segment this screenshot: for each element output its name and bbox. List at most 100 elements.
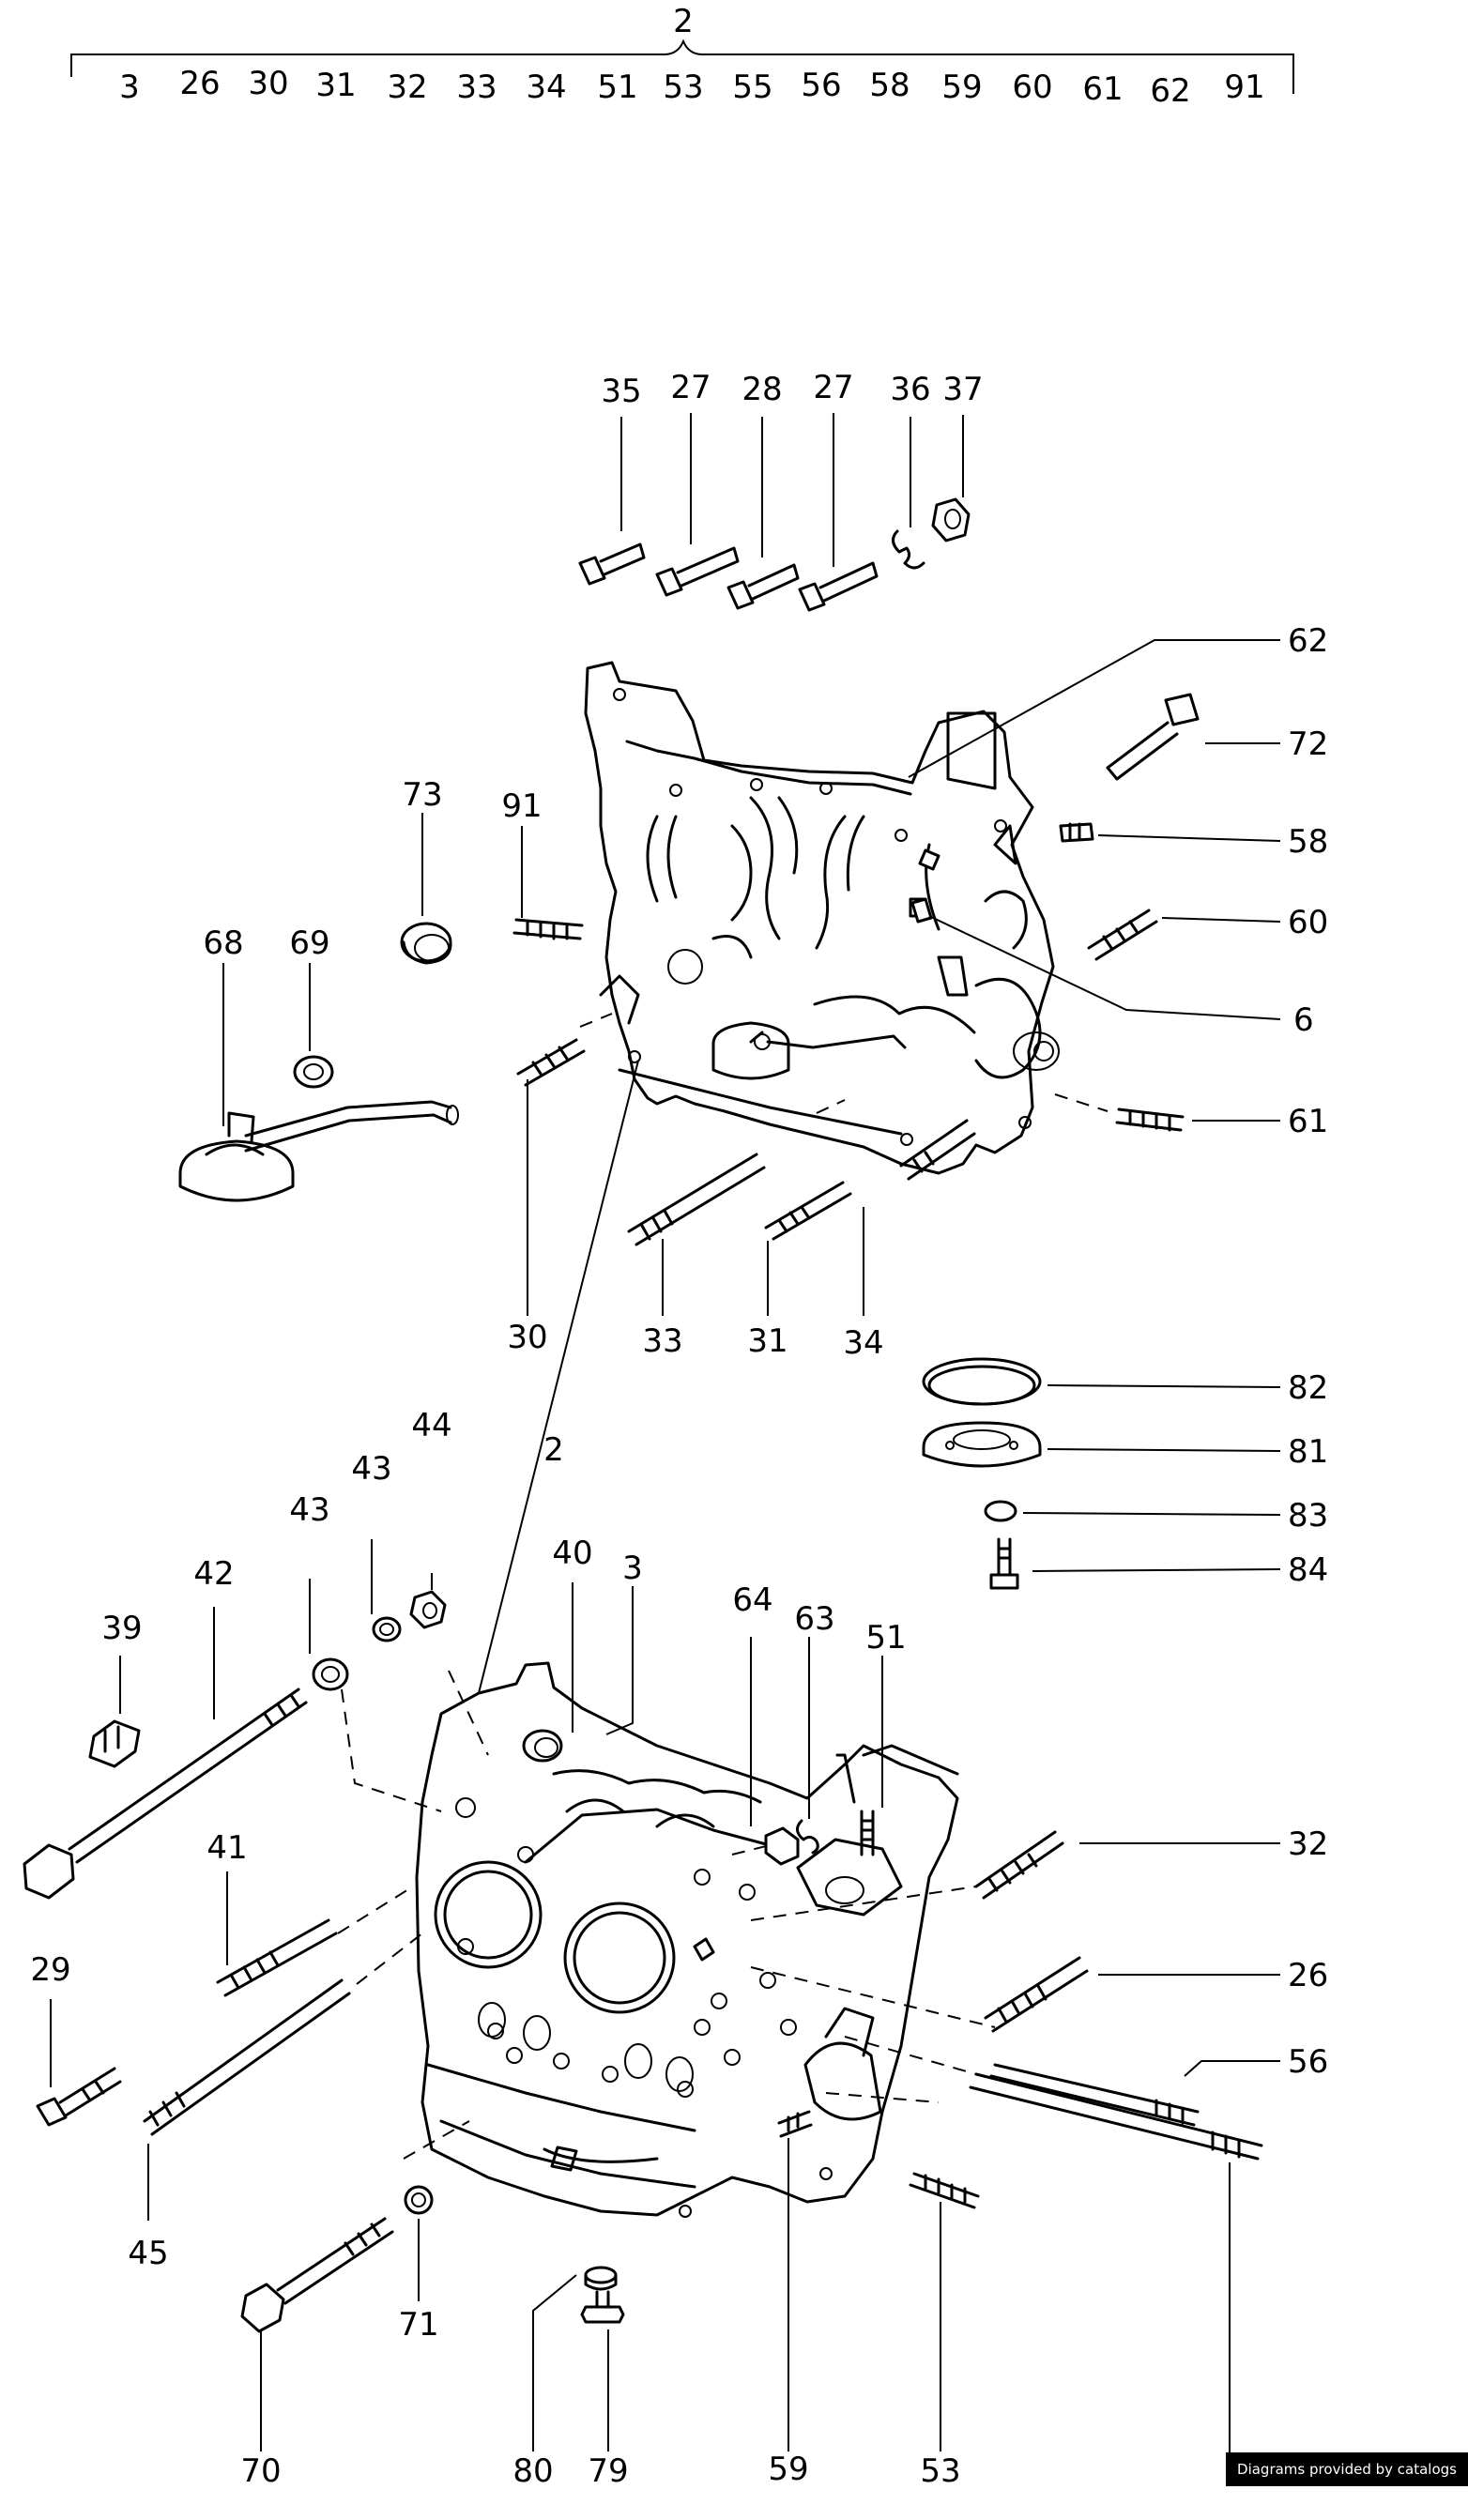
stud-32 xyxy=(974,1830,1064,1900)
header-group: 2 3 26 30 31 32 33 34 51 53 55 56 58 59 … xyxy=(70,3,1294,110)
stud-34 xyxy=(899,1119,976,1181)
credit-badge: Diagrams provided by catalogs parts xyxy=(1226,2452,1468,2512)
callout-label: 28 xyxy=(742,371,782,408)
bolt-28 xyxy=(726,563,800,610)
lock-washer-36 xyxy=(892,529,925,570)
stud-41 xyxy=(216,1918,338,1997)
callout-label: 83 xyxy=(1288,1497,1328,1535)
bolt-70 xyxy=(240,2217,394,2333)
gasket-82 xyxy=(922,1357,1042,1406)
bolt-27a xyxy=(655,546,740,597)
through-bolt-42 xyxy=(23,1688,308,1900)
callout-label: 45 xyxy=(128,2235,168,2272)
callout-label: 72 xyxy=(1288,725,1328,763)
callout-label: 79 xyxy=(588,2452,628,2486)
alignment-line xyxy=(844,2036,977,2075)
washer-43a xyxy=(372,1616,402,1642)
callout-label: 3 xyxy=(622,1550,643,1587)
stud-30 xyxy=(516,1038,586,1087)
callout-label: 26 xyxy=(1288,1957,1328,1994)
header-item: 34 xyxy=(526,69,566,106)
header-item: 56 xyxy=(801,67,841,104)
header-item: 61 xyxy=(1082,70,1123,108)
upper-crankcase-half xyxy=(584,661,1060,1175)
header-item: 51 xyxy=(597,69,637,106)
callout-label: 70 xyxy=(240,2452,281,2486)
callout-label: 53 xyxy=(920,2452,960,2486)
washer-69 xyxy=(293,1055,334,1089)
leader-lines xyxy=(50,413,1281,2468)
alignment-line xyxy=(448,1670,489,1756)
stud-58 xyxy=(1059,822,1094,843)
header-group-label: 2 xyxy=(673,3,694,40)
seal-73 xyxy=(400,922,452,965)
drain-plug-79 xyxy=(580,2290,625,2324)
oil-pickup-assembly xyxy=(711,1021,907,1080)
nut-37 xyxy=(931,497,971,542)
lock-washer-63 xyxy=(796,1819,819,1855)
callout-label: 58 xyxy=(1288,823,1328,861)
callout-label: 44 xyxy=(411,1407,451,1444)
callout-label: 43 xyxy=(289,1491,329,1529)
header-item: 55 xyxy=(732,69,772,106)
dowel-6 xyxy=(910,897,933,924)
washer-83 xyxy=(984,1500,1017,1522)
bolt-72 xyxy=(1106,693,1200,781)
callout-label: 42 xyxy=(193,1555,234,1593)
alignment-line xyxy=(337,1886,414,1934)
callout-label: 84 xyxy=(1288,1551,1328,1589)
callout-label: 73 xyxy=(402,776,442,814)
seal-80 xyxy=(584,2266,618,2291)
alignment-line xyxy=(403,2120,470,2160)
callout-label: 32 xyxy=(1288,1825,1328,1863)
header-item: 31 xyxy=(315,67,356,104)
nut-64 xyxy=(764,1826,800,1866)
stud-61 xyxy=(1115,1107,1185,1132)
callout-label: 71 xyxy=(398,2306,438,2344)
alignment-line xyxy=(816,1099,846,1114)
callout-label: 81 xyxy=(1288,1433,1328,1471)
bolt-27b xyxy=(798,561,879,612)
callout-label: 41 xyxy=(206,1829,247,1867)
bolt-35 xyxy=(578,542,646,586)
stud-33 xyxy=(627,1153,766,1246)
header-item: 62 xyxy=(1150,72,1190,110)
header-item: 91 xyxy=(1224,69,1264,106)
callout-label: 31 xyxy=(747,1322,788,1360)
callout-label: 36 xyxy=(890,371,930,408)
callout-label: 37 xyxy=(942,371,983,408)
callout-label: 91 xyxy=(501,787,542,825)
callout-label: 56 xyxy=(1288,2043,1328,2081)
callout-label: 64 xyxy=(732,1581,772,1619)
bolt-29 xyxy=(36,2067,122,2127)
stud-31 xyxy=(764,1181,852,1241)
callout-label: 68 xyxy=(203,924,243,962)
washer-43b xyxy=(312,1657,349,1691)
lower-crankcase-half xyxy=(415,1661,959,2218)
header-item: 32 xyxy=(387,69,427,106)
top-fasteners xyxy=(578,497,971,612)
callout-label: 61 xyxy=(1288,1103,1328,1140)
callout-label: 43 xyxy=(351,1450,391,1488)
header-brace xyxy=(70,38,1294,94)
leader-line xyxy=(478,1060,639,1694)
callout-label: 40 xyxy=(552,1535,592,1572)
callout-label: 27 xyxy=(670,369,711,406)
callout-label: 39 xyxy=(101,1610,142,1647)
bolt-84 xyxy=(989,1537,1019,1590)
callout-label: 2 xyxy=(543,1431,564,1469)
stud-26 xyxy=(984,1956,1089,2033)
callout-label: 82 xyxy=(1288,1369,1328,1407)
alignment-line xyxy=(731,1844,771,1856)
header-item: 26 xyxy=(179,65,220,102)
callout-label: 29 xyxy=(30,1951,70,1989)
stud-59 xyxy=(777,2110,813,2138)
header-item: 58 xyxy=(869,67,910,104)
clip-39 xyxy=(88,1719,141,1768)
alignment-line xyxy=(1054,1093,1109,1112)
header-item: 59 xyxy=(941,69,982,106)
stud-56 xyxy=(989,2063,1200,2127)
callout-label: 34 xyxy=(843,1324,883,1362)
callout-label: 59 xyxy=(768,2451,808,2486)
